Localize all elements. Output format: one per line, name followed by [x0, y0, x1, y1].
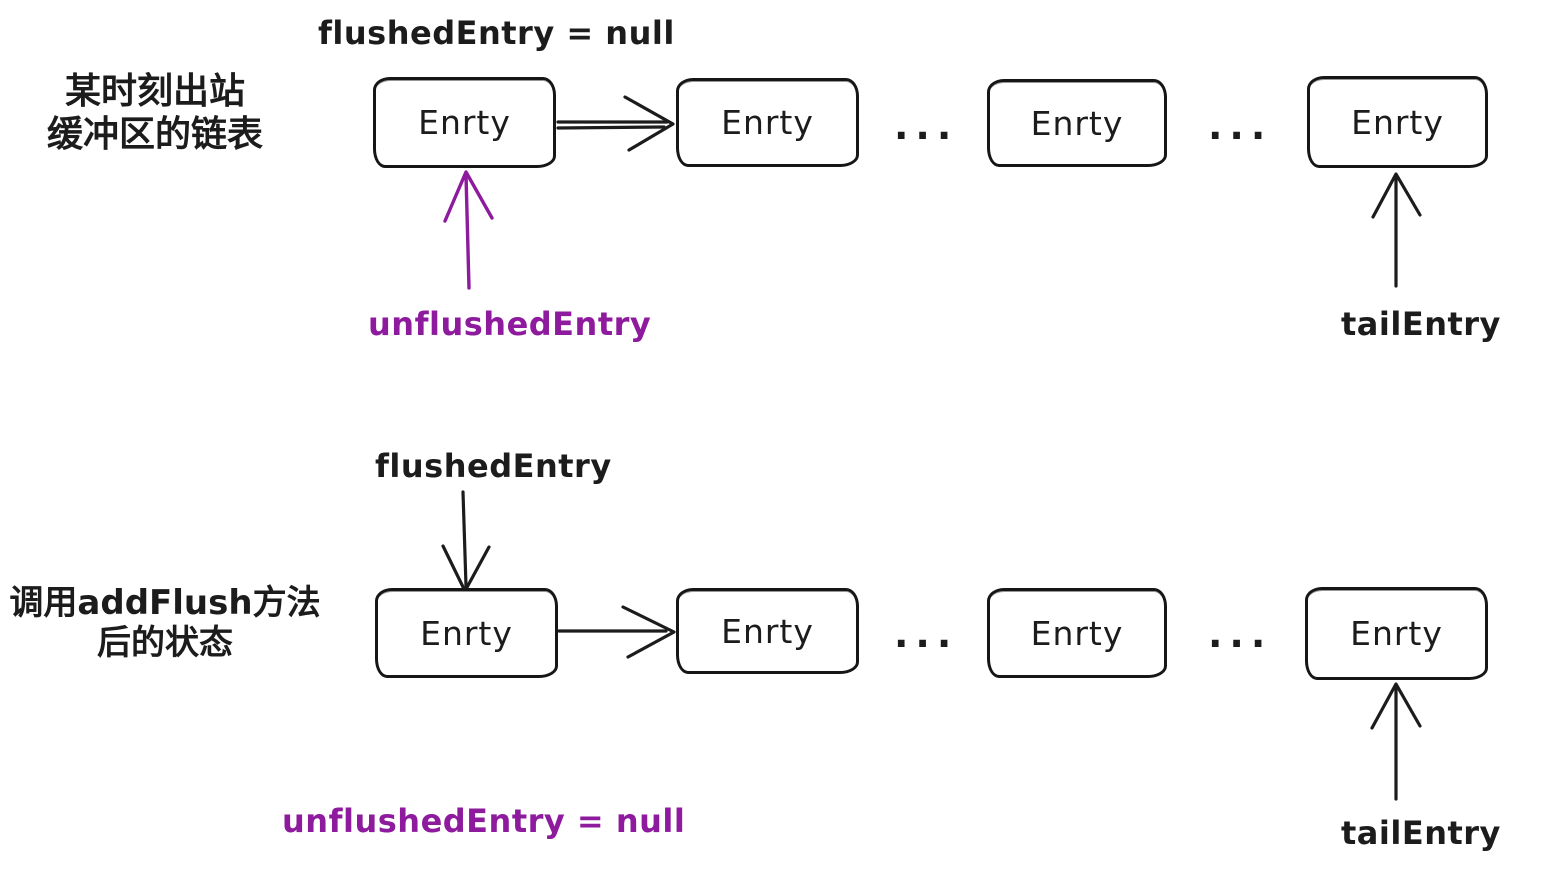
next-pointer-arrow-bottom — [557, 605, 676, 659]
tail-pointer-arrow-top — [1371, 172, 1422, 288]
top-side-caption-line2: 缓冲区的链表 — [46, 114, 263, 155]
arrow-shaft-line — [464, 173, 471, 290]
entry-node: Enrty — [987, 79, 1167, 167]
next-pointer-arrow-top — [556, 95, 675, 152]
arrow-head — [443, 170, 494, 223]
top-side-caption: 某时刻出站 缓冲区的链表 — [15, 70, 295, 156]
tail-entry-label: tailEntry — [1341, 305, 1501, 343]
tail-entry-label: tailEntry — [1341, 814, 1501, 852]
bottom-side-caption-line2: 后的状态 — [97, 623, 233, 663]
ellipsis: ... — [1208, 104, 1273, 148]
entry-node: Enrty — [1305, 587, 1488, 680]
entry-node: Enrty — [987, 588, 1167, 678]
arrow-head — [1370, 682, 1422, 730]
entry-node: Enrty — [373, 77, 556, 168]
entry-node: Enrty — [375, 588, 558, 678]
unflushed-entry-null-label: unflushedEntry = null — [282, 802, 686, 840]
flushed-pointer-arrow-bottom — [441, 490, 491, 593]
bottom-side-caption-line1: 调用addFlush方法 — [9, 583, 321, 623]
unflushed-pointer-arrow-top — [443, 170, 494, 290]
entry-node: Enrty — [676, 78, 859, 167]
flushed-entry-null-label: flushedEntry = null — [318, 14, 675, 52]
entry-node: Enrty — [676, 588, 859, 674]
arrow-shaft-line — [461, 490, 468, 588]
arrow-head — [621, 605, 676, 659]
ellipsis: ... — [894, 612, 959, 656]
entry-node: Enrty — [1307, 76, 1488, 168]
ellipsis: ... — [894, 104, 959, 148]
top-side-caption-line1: 某时刻出站 — [64, 71, 245, 112]
arrow-shaft-line — [556, 125, 666, 130]
tail-pointer-arrow-bottom — [1370, 682, 1422, 801]
arrow-head — [1371, 172, 1422, 219]
unflushed-entry-label: unflushedEntry — [368, 305, 652, 343]
flushed-entry-label: flushedEntry — [375, 447, 612, 485]
bottom-side-caption: 调用addFlush方法 后的状态 — [0, 583, 330, 663]
arrow-head — [623, 95, 675, 152]
ellipsis: ... — [1208, 612, 1273, 656]
